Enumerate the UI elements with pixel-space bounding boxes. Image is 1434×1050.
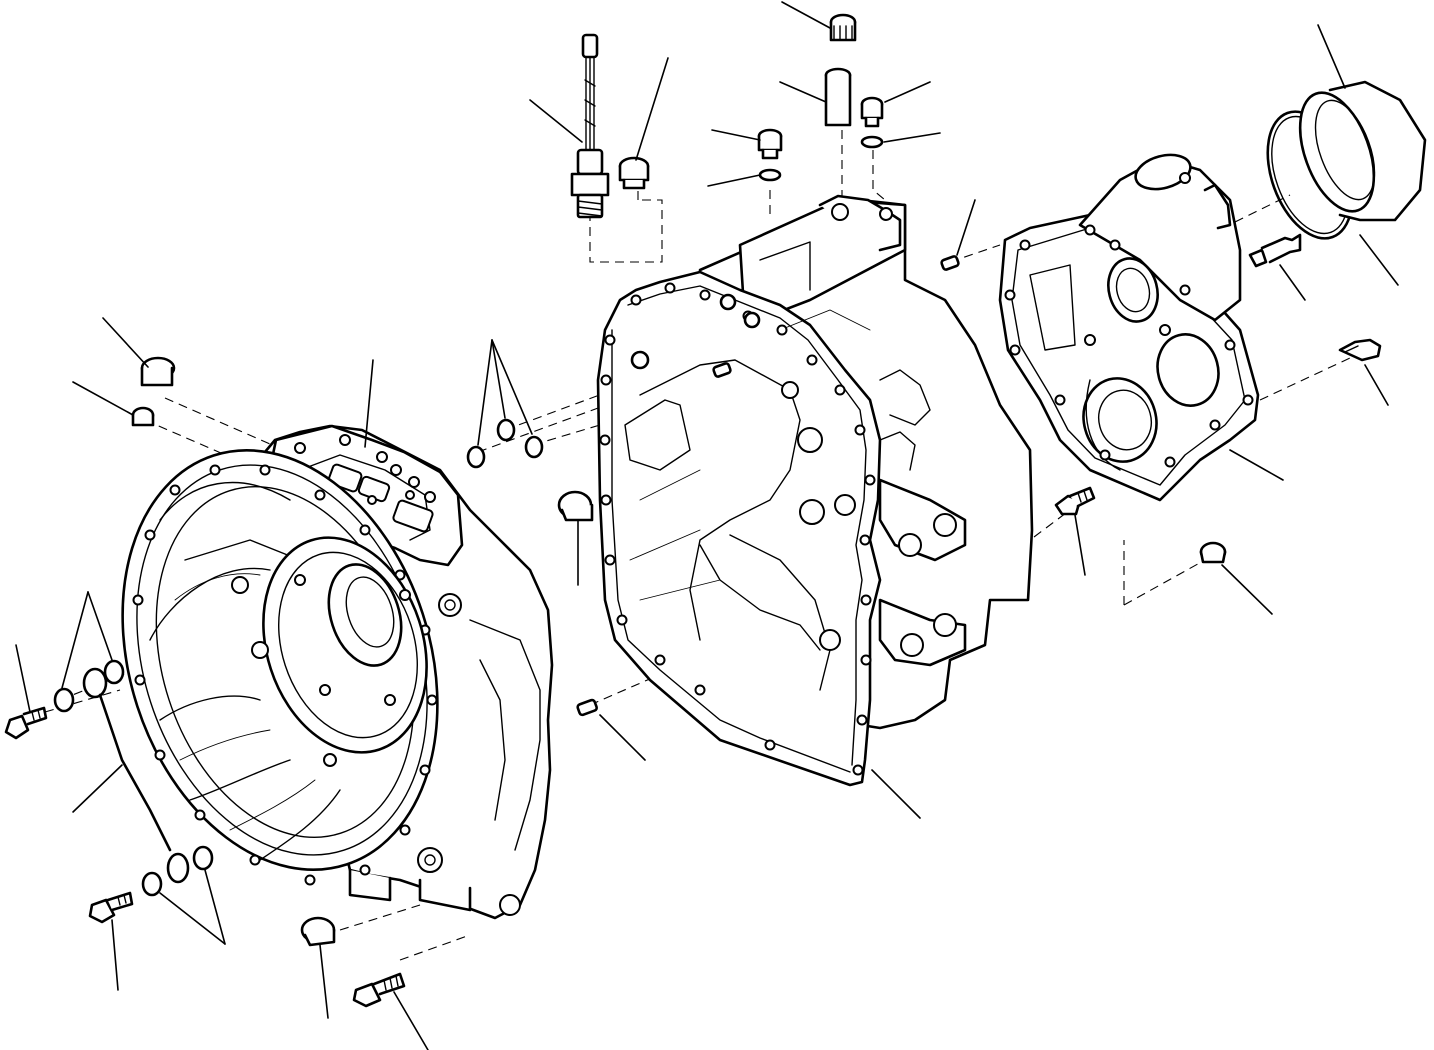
- cover-cap: [1298, 80, 1427, 222]
- case-flange-holes: [599, 282, 876, 776]
- leader-lines: [15, 1, 1399, 1050]
- bolt-right-upper: [1248, 233, 1302, 268]
- plug-mid: [557, 490, 594, 522]
- plug-top-1: [618, 156, 650, 190]
- bolt-lower-left: [88, 891, 134, 924]
- bolt-bottom: [352, 972, 406, 1008]
- plug-left-top: [131, 356, 176, 427]
- bolt-right-far: [1338, 338, 1382, 362]
- rear-cover: [998, 153, 1260, 502]
- plug-top-4: [757, 128, 783, 182]
- bolt-right-mid: [1054, 486, 1096, 516]
- o-rings-group: [466, 418, 544, 469]
- temperature-sensor: [570, 33, 610, 219]
- bell-flange-holes: [132, 464, 438, 886]
- gearbox-case: [596, 194, 1034, 787]
- sleeve-top: [824, 67, 852, 127]
- plug-bottom: [300, 916, 336, 947]
- plug-top-2: [829, 13, 857, 42]
- bolt-left: [4, 659, 125, 740]
- plug-right: [1199, 541, 1227, 564]
- plug-top-3: [860, 96, 884, 149]
- converter-housing: [121, 424, 554, 920]
- dowel-pin-bottom: [576, 698, 598, 717]
- ground-cable: [82, 667, 214, 897]
